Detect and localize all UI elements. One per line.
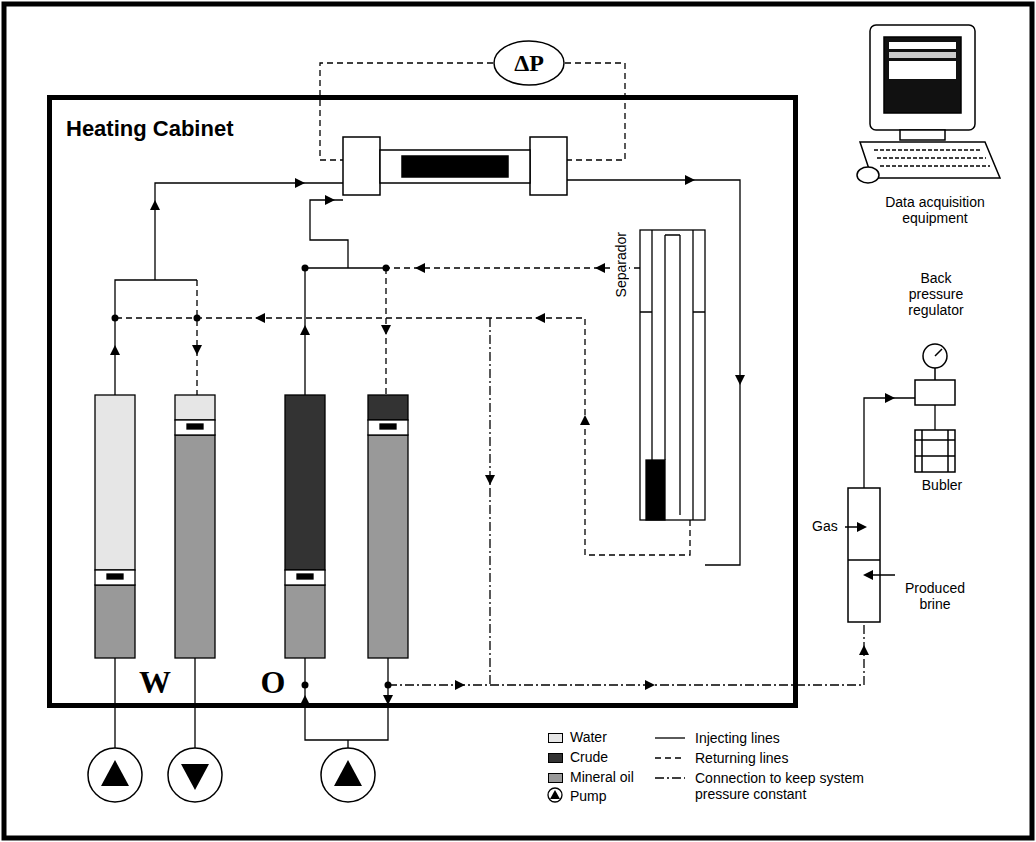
arrow-head — [859, 645, 869, 655]
separator-vessel: Separador — [551, 140, 663, 430]
legend-text: Mineral oil — [570, 769, 634, 785]
gauge-outline — [494, 41, 564, 85]
legend-text: Injecting lines — [695, 730, 780, 746]
cylinder-tag: O — [256, 666, 290, 698]
arrow-head — [381, 325, 391, 335]
arrow-head — [485, 475, 495, 485]
regulator-label: Back pressure regulator — [895, 270, 977, 318]
arrow-head — [110, 345, 120, 355]
arrow-head — [300, 325, 310, 335]
pressure-gauge: ΔP — [493, 40, 565, 86]
arrow-head — [863, 570, 873, 580]
legend-text: Connection to keep system pressure const… — [695, 770, 870, 802]
arrow-head — [857, 522, 867, 532]
legend-text: Water — [570, 729, 607, 745]
arrow-head — [255, 313, 265, 323]
legend-text: Returning lines — [695, 750, 788, 766]
brine-label: Produced brine — [898, 580, 972, 612]
legend-text: Crude — [570, 749, 608, 765]
arrow-head — [415, 263, 425, 273]
arrow-head — [580, 415, 590, 425]
arrow-head — [295, 178, 305, 188]
arrow-head — [645, 680, 655, 690]
separator-label: Separador — [613, 230, 629, 299]
gauge-label: ΔP — [493, 49, 565, 77]
legend-swatch — [548, 733, 563, 743]
arrow-head — [192, 345, 202, 355]
arrow-head — [150, 200, 160, 210]
cylinder-tag: W — [138, 666, 172, 698]
arrow-head — [685, 175, 695, 185]
heating-cabinet: Heating CabinetSeparador — [47, 95, 798, 708]
arrow-head — [885, 393, 895, 403]
arrow-head — [325, 195, 335, 205]
arrow-head — [735, 375, 745, 385]
cabinet-title: Heating Cabinet — [66, 116, 233, 142]
arrow-head — [595, 263, 605, 273]
legend-swatch — [548, 753, 563, 763]
legend-text: Pump — [570, 788, 607, 804]
gas-label: Gas — [812, 518, 844, 534]
arrow-head — [535, 313, 545, 323]
legend-swatch — [548, 773, 563, 783]
bubbler-label: Bubler — [912, 477, 972, 493]
arrow-head — [455, 680, 465, 690]
equipment-label: Data acquisition equipment — [870, 194, 1000, 226]
